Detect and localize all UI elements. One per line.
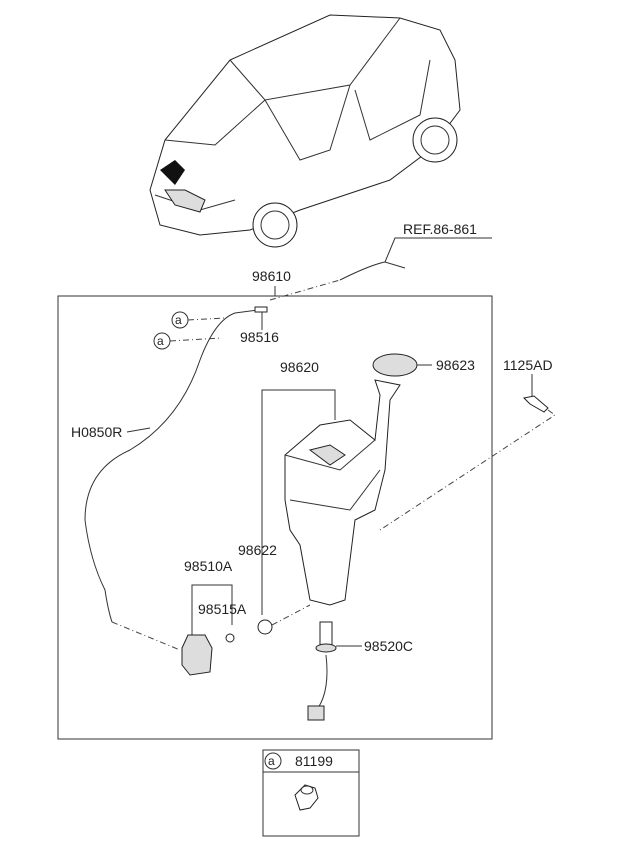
legend-marker: a: [268, 754, 275, 768]
label-98510a: 98510A: [184, 558, 233, 574]
sensor-connector: [307, 705, 325, 721]
label-98515a: 98515A: [198, 601, 247, 617]
assembly-frame: [57, 295, 493, 740]
clip-81199: [294, 784, 319, 811]
label-98520c: 98520C: [364, 638, 413, 654]
car-illustration: [149, 14, 461, 248]
label-98623: 98623: [436, 357, 475, 373]
ref-label: REF.86-861: [403, 221, 477, 237]
label-98516: 98516: [240, 329, 279, 345]
label-1125ad: 1125AD: [503, 357, 553, 373]
grommet-98622: [257, 619, 273, 635]
bolt-1125ad: [522, 395, 549, 413]
filler-cap: [372, 353, 418, 377]
label-h0850r: H0850R: [71, 424, 122, 440]
callout-a-2: a: [157, 334, 164, 348]
label-98610: 98610: [252, 268, 291, 284]
label-98620: 98620: [280, 359, 319, 375]
callout-a-1: a: [175, 313, 182, 327]
seal-98515a: [225, 633, 235, 643]
legend-box-81199: a 81199: [262, 749, 360, 837]
washer-pump: [181, 634, 213, 676]
hose-h0850r: [84, 309, 259, 623]
legend-part-number: 81199: [295, 753, 333, 769]
washer-reservoir: [284, 379, 401, 606]
label-98622: 98622: [238, 542, 277, 558]
